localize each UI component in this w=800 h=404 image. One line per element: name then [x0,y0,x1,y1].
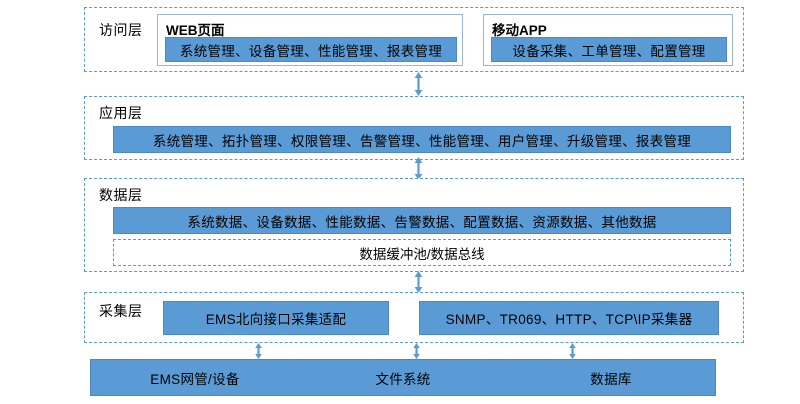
panel-web-label: WEB页面 [166,23,225,38]
resource-ems-device: EMS网管/设备 [150,371,240,387]
layer-data: 数据层 系统数据、设备数据、性能数据、告警数据、配置数据、资源数据、其他数据 数… [84,178,744,272]
layer-collection: 采集层 EMS北向接口采集适配 SNMP、TR069、HTTP、TCP\IP采集… [84,292,744,343]
panel-web: WEB页面 系统管理、设备管理、性能管理、报表管理 [157,14,463,66]
layer-collection-title: 采集层 [99,303,143,319]
connector-application-to-data [412,157,425,180]
data-types-bar: 系统数据、设备数据、性能数据、告警数据、配置数据、资源数据、其他数据 [113,207,731,234]
panel-mobile-app: 移动APP 设备采集、工单管理、配置管理 [483,14,733,66]
layer-application-title: 应用层 [99,105,143,121]
connector-collection-to-db [566,343,579,359]
data-bus-box: 数据缓冲池/数据总线 [113,239,731,266]
layer-access: 访问层 WEB页面 系统管理、设备管理、性能管理、报表管理 移动APP 设备采集… [84,7,744,72]
resource-database: 数据库 [590,371,632,387]
panel-mobile-app-label: 移动APP [492,23,547,38]
collector-protocol: SNMP、TR069、HTTP、TCP\IP采集器 [419,301,719,335]
application-functions-bar: 系统管理、拓扑管理、权限管理、告警管理、性能管理、用户管理、升级管理、报表管理 [113,126,731,153]
layer-access-title: 访问层 [99,22,143,38]
resource-bar: EMS网管/设备 文件系统 数据库 [90,359,716,396]
panel-web-functions: 系统管理、设备管理、性能管理、报表管理 [165,37,457,62]
collector-ems-adapter: EMS北向接口采集适配 [163,301,389,335]
connector-access-to-application [412,72,425,96]
connector-collection-to-ems [252,343,265,359]
panel-mobile-app-functions: 设备采集、工单管理、配置管理 [491,37,727,62]
connector-data-to-collection [412,271,425,293]
connector-collection-to-file [410,343,423,359]
resource-file-system: 文件系统 [375,371,431,387]
layer-data-title: 数据层 [99,187,143,203]
layer-application: 应用层 系统管理、拓扑管理、权限管理、告警管理、性能管理、用户管理、升级管理、报… [84,96,744,160]
